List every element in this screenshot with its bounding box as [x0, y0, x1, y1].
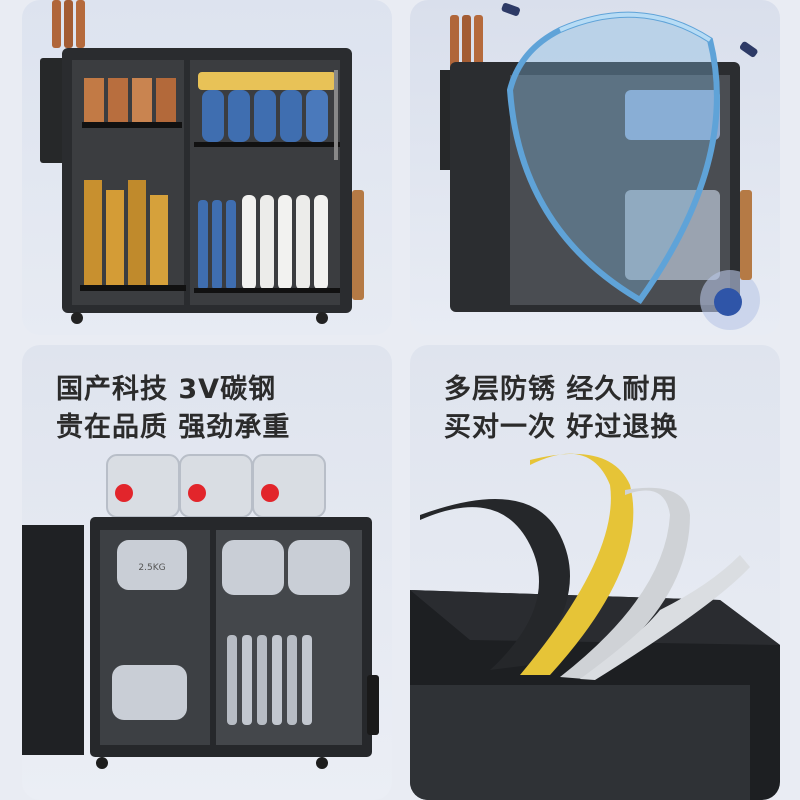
layer-gold: [520, 453, 634, 675]
cabinet-door: [22, 525, 84, 755]
feature-title-line2: 贵在品质 强劲承重: [56, 412, 291, 443]
layer-black: [420, 499, 570, 670]
product-photo-shield-protection: [410, 0, 780, 335]
layer-silver-flat: [580, 555, 750, 680]
stacked-plates: [227, 635, 312, 725]
feature-title-line2: 买对一次 好过退换: [444, 412, 679, 443]
water-canisters: [106, 454, 326, 518]
feature-card-carbon-steel: 国产科技 3V碳钢 贵在品质 强劲承重 2.5KG: [22, 345, 392, 800]
cap-icon: [261, 484, 279, 502]
product-photo-dish-rack: [22, 0, 392, 335]
feature-card-anti-rust: 多层防锈 经久耐用 买对一次 好过退换: [410, 345, 780, 800]
oil-bottles: [80, 180, 186, 291]
plates: [194, 195, 340, 293]
cap-icon: [115, 484, 133, 502]
canister-weight-label: 2.5KG: [138, 563, 165, 573]
bowls: [194, 72, 340, 147]
cutting-board: [352, 190, 364, 300]
stored-canisters: [112, 540, 350, 720]
knife-handles: [52, 0, 85, 48]
dish-stack: [625, 90, 720, 280]
feature-title-line1: 多层防锈 经久耐用: [444, 374, 679, 405]
feature-title-line1: 国产科技 3V碳钢: [56, 374, 277, 405]
cap-icon: [188, 484, 206, 502]
spice-jars-top: [82, 78, 182, 128]
layer-silver-pattern: [560, 487, 690, 679]
